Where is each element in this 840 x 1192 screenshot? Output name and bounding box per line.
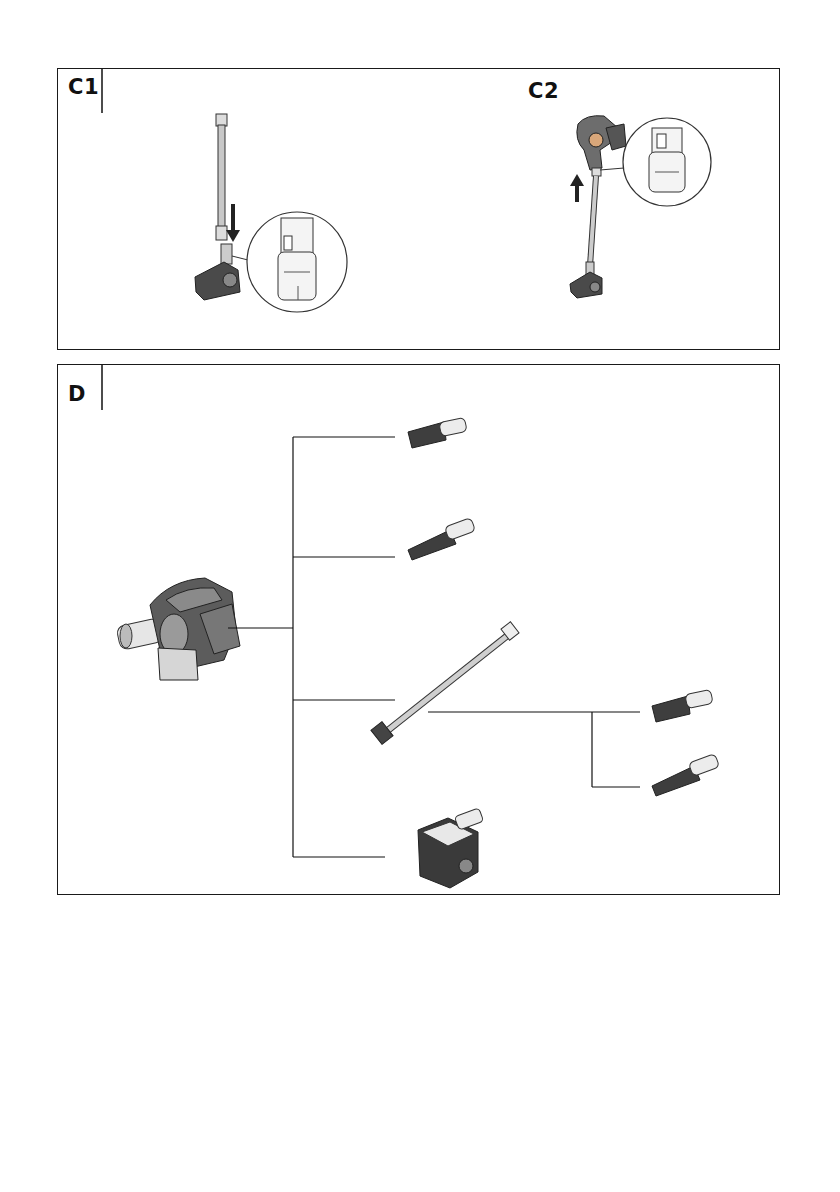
panel-heading: C2	[528, 81, 559, 102]
socket-body	[278, 252, 316, 300]
tree-line	[293, 699, 395, 700]
tree-line	[293, 556, 395, 557]
wheel	[223, 273, 237, 287]
brush-tool	[408, 417, 467, 448]
brush-neck	[454, 808, 483, 830]
latch	[657, 134, 666, 148]
nozzle-mouth	[120, 624, 132, 648]
heading-divider	[101, 364, 103, 410]
head-body	[195, 262, 240, 300]
wheel	[459, 859, 473, 873]
tube-illustration	[216, 114, 227, 240]
down-arrow	[226, 204, 240, 242]
tube-end	[216, 114, 227, 126]
wand-end	[501, 622, 519, 640]
socket-body	[649, 152, 685, 192]
panel-heading: C1	[68, 77, 99, 98]
arrow-head	[570, 174, 584, 186]
floor-brush	[418, 808, 484, 888]
tube	[590, 176, 596, 266]
socket-line	[298, 286, 299, 300]
crevice-tool	[652, 754, 720, 796]
tube-fill	[590, 176, 596, 266]
handle	[200, 604, 240, 654]
tree-line	[591, 712, 592, 787]
dust-bin	[158, 648, 198, 680]
brush-body	[418, 818, 478, 888]
neck	[221, 244, 232, 264]
arrow-shaft	[575, 184, 579, 202]
socket-line	[655, 172, 679, 173]
tree-line	[293, 856, 385, 857]
wand-connector	[371, 722, 393, 745]
tree-line	[228, 627, 293, 628]
tree-lines	[228, 437, 640, 857]
crevice-tool	[408, 518, 476, 560]
tool-neck	[685, 689, 713, 708]
zoom-detail	[623, 118, 711, 206]
wheel	[590, 282, 600, 292]
latch	[284, 236, 292, 250]
tool-neck	[439, 417, 467, 436]
tube-end	[592, 168, 601, 176]
zoom-circle	[247, 212, 347, 312]
socket-top	[652, 128, 682, 154]
heading-divider	[101, 68, 103, 113]
up-arrow	[570, 174, 584, 202]
leader-line	[600, 168, 624, 170]
wand-outline	[382, 632, 512, 735]
display-panel	[166, 588, 222, 612]
floor-head	[570, 262, 602, 298]
extension-wand	[371, 622, 519, 745]
arrow-shaft	[231, 204, 235, 232]
tool-neck	[444, 518, 475, 541]
arrow-head	[226, 230, 240, 242]
tree-line	[293, 436, 395, 437]
handheld-unit	[116, 578, 240, 680]
zoom-detail	[247, 212, 347, 312]
tree-line	[592, 711, 640, 712]
brush-tool	[652, 689, 713, 722]
zoom-circle	[623, 118, 711, 206]
handheld-unit	[577, 116, 626, 170]
socket-top	[281, 218, 313, 254]
floor-head	[195, 244, 240, 300]
tree-line	[428, 711, 592, 712]
socket-line	[284, 272, 310, 273]
panel-heading: D	[68, 384, 86, 405]
tool-neck	[688, 754, 719, 777]
wand-tube	[382, 632, 512, 735]
tree-line	[292, 437, 293, 857]
handle	[606, 124, 626, 150]
tube	[218, 125, 225, 227]
leader-line	[232, 256, 248, 260]
panel-frame: D	[57, 364, 780, 895]
tree-line	[592, 786, 640, 787]
tube-end	[216, 226, 227, 240]
motor-cap	[589, 133, 603, 147]
panel-frame: C1 C2	[57, 68, 780, 350]
brush-head	[652, 696, 690, 722]
head-body	[570, 272, 602, 298]
